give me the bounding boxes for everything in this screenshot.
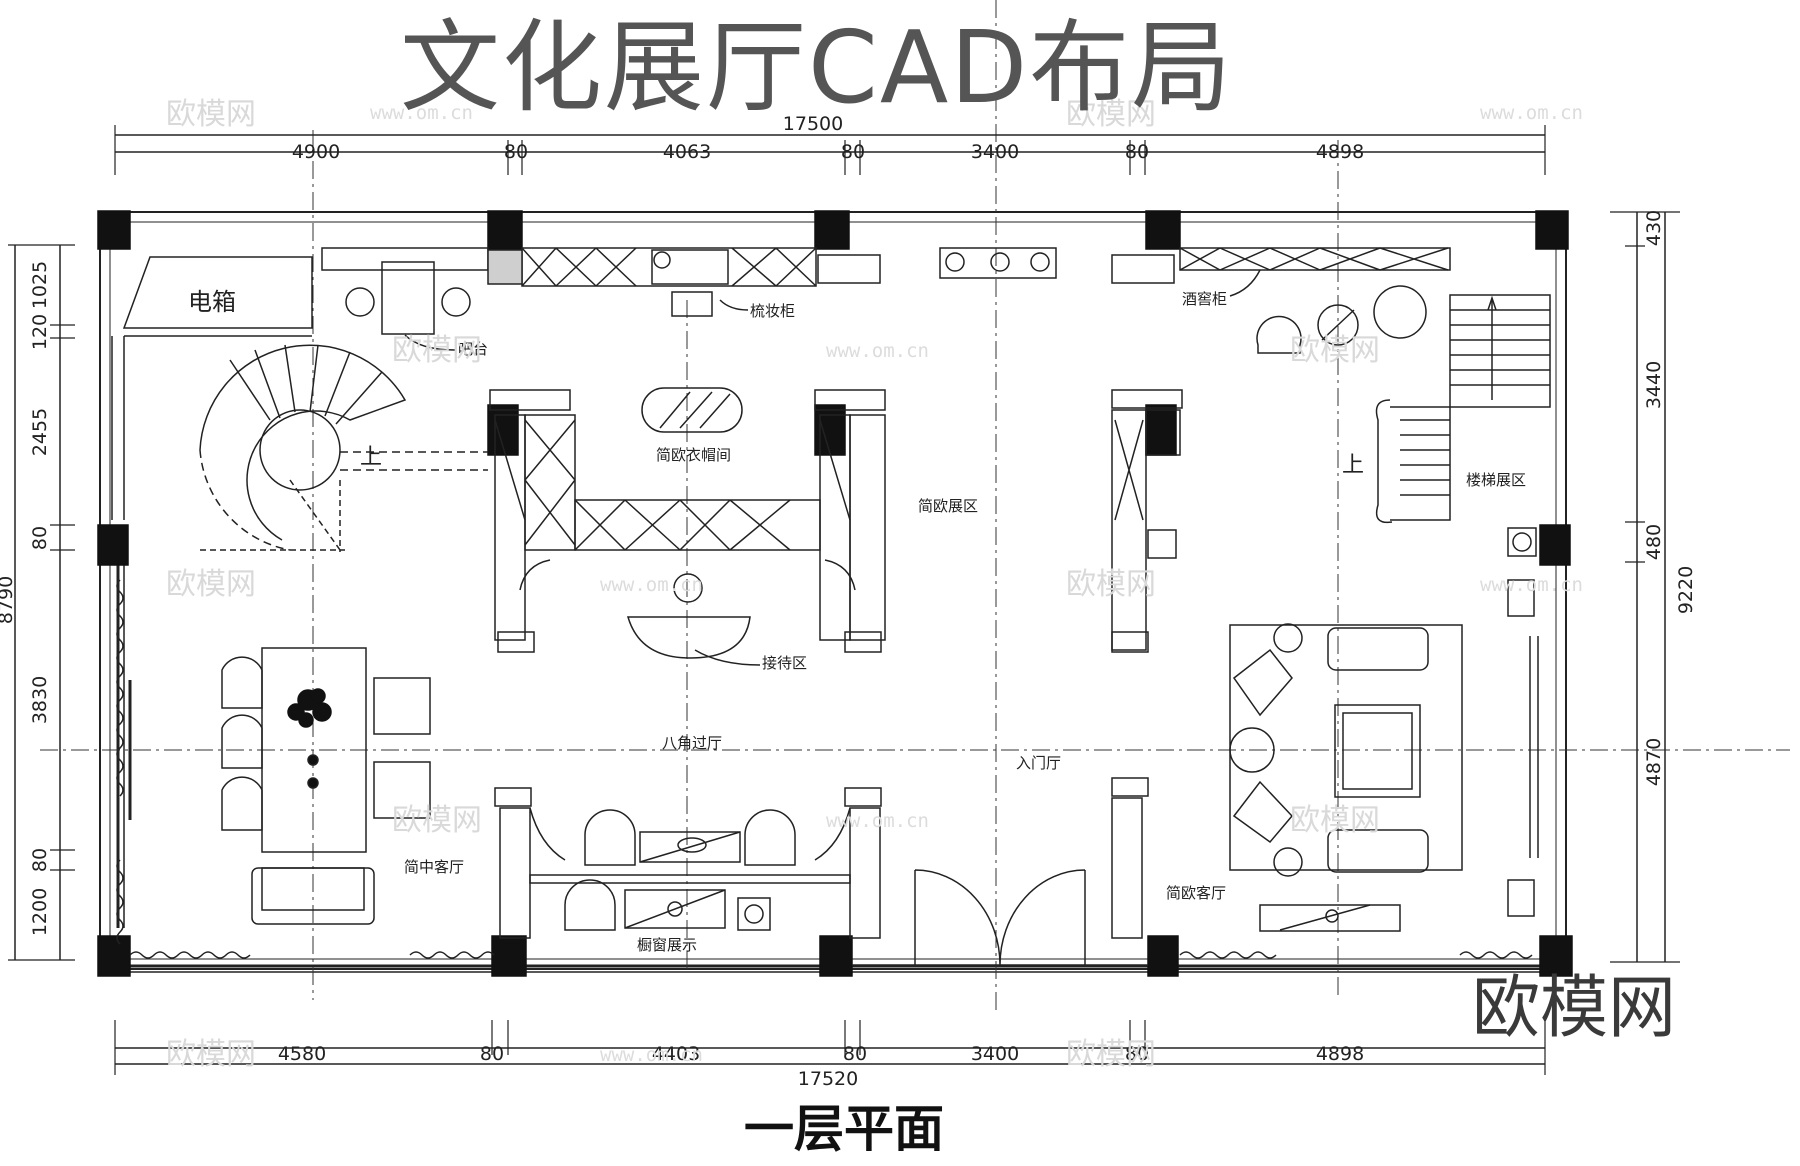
electrical-box (122, 256, 313, 329)
watermark-url: www.om.cn (370, 102, 473, 124)
dim-top-2: 80 (504, 141, 528, 163)
label-up-right: 上 (1342, 453, 1364, 478)
dim-left-2: 120 (29, 314, 51, 350)
dim-right-2: 3440 (1643, 361, 1665, 409)
label-european-living: 简欧客厅 (1166, 884, 1226, 902)
label-european-display: 简欧展区 (918, 497, 978, 515)
dim-left-5: 3830 (29, 676, 51, 724)
dim-bottom-3: 4403 (652, 1043, 700, 1065)
dim-bottom-7: 4898 (1316, 1043, 1364, 1065)
dim-bottom-5: 3400 (971, 1043, 1019, 1065)
dim-left-7: 1200 (29, 888, 51, 936)
dim-top-6: 80 (1125, 141, 1149, 163)
dim-left-total: 8790 (0, 576, 17, 624)
label-bar: 吧台 (458, 340, 488, 358)
dim-left-3: 2455 (29, 408, 51, 456)
watermark-url: www.om.cn (600, 1044, 703, 1066)
dim-top-1: 4900 (292, 141, 340, 163)
watermark: 欧模网 (1066, 567, 1156, 602)
dim-right-total: 9220 (1675, 566, 1697, 614)
straight-staircase (1449, 294, 1551, 408)
watermark: 欧模网 (1066, 1037, 1156, 1072)
watermark-url: www.om.cn (600, 574, 703, 596)
cloakroom-oval (641, 387, 743, 433)
label-window-display: 橱窗展示 (637, 936, 697, 954)
dim-top-3: 4063 (663, 141, 711, 163)
label-cloakroom: 简欧衣帽间 (656, 446, 731, 464)
label-chinese-living: 简中客厅 (404, 858, 464, 876)
watermark-url: www.om.cn (826, 340, 929, 362)
watermark: 欧模网 (1066, 97, 1156, 132)
watermark: 欧模网 (166, 97, 256, 132)
entrance-doors (914, 869, 1086, 966)
dim-bottom-total: 17520 (798, 1068, 858, 1090)
label-dresser-cabinet: 梳妆柜 (750, 302, 795, 320)
watermark: 欧模网 (392, 803, 482, 838)
watermark: 欧模网 (166, 1037, 256, 1072)
dim-top-5: 3400 (971, 141, 1019, 163)
label-electrical-box: 电箱 (188, 288, 236, 316)
dim-bottom-4: 80 (843, 1043, 867, 1065)
label-up-left: 上 (360, 445, 382, 470)
dim-left-1: 1025 (29, 261, 51, 309)
spiral-staircase (199, 344, 488, 552)
watermark: 欧模网 (392, 333, 482, 368)
watermark: 欧模网 (1290, 333, 1380, 368)
brand-logo: 欧模网 (1472, 969, 1677, 1048)
dim-right-3: 480 (1643, 524, 1665, 560)
outer-wall (99, 211, 1567, 970)
dim-top-total: 17500 (783, 113, 843, 135)
drawing-title: 文化展厅CAD布局 (400, 9, 1234, 126)
dim-left-6: 80 (29, 848, 51, 872)
label-reception: 接待区 (762, 654, 807, 672)
dim-right-1: 430 (1643, 210, 1665, 246)
label-wine-cabinet: 酒窖柜 (1182, 290, 1227, 308)
dim-left-4: 80 (29, 526, 51, 550)
watermark-url: www.om.cn (1480, 574, 1583, 596)
label-entrance-hall: 入门厅 (1016, 754, 1061, 772)
watermark: 欧模网 (166, 567, 256, 602)
watermark: 欧模网 (1290, 803, 1380, 838)
dim-bottom-1: 4580 (278, 1043, 326, 1065)
floor-title: 一层平面 (744, 1100, 944, 1158)
dim-bottom-2: 80 (480, 1043, 504, 1065)
dim-bottom-6: 80 (1125, 1043, 1149, 1065)
dim-right-4: 4870 (1643, 738, 1665, 786)
watermark-url: www.om.cn (1480, 102, 1583, 124)
watermark-url: www.om.cn (826, 810, 929, 832)
label-octagon-hall: 八角过厅 (662, 734, 722, 752)
dim-top-7: 4898 (1316, 141, 1364, 163)
dim-top-4: 80 (841, 141, 865, 163)
label-stair-display: 楼梯展区 (1466, 471, 1526, 489)
